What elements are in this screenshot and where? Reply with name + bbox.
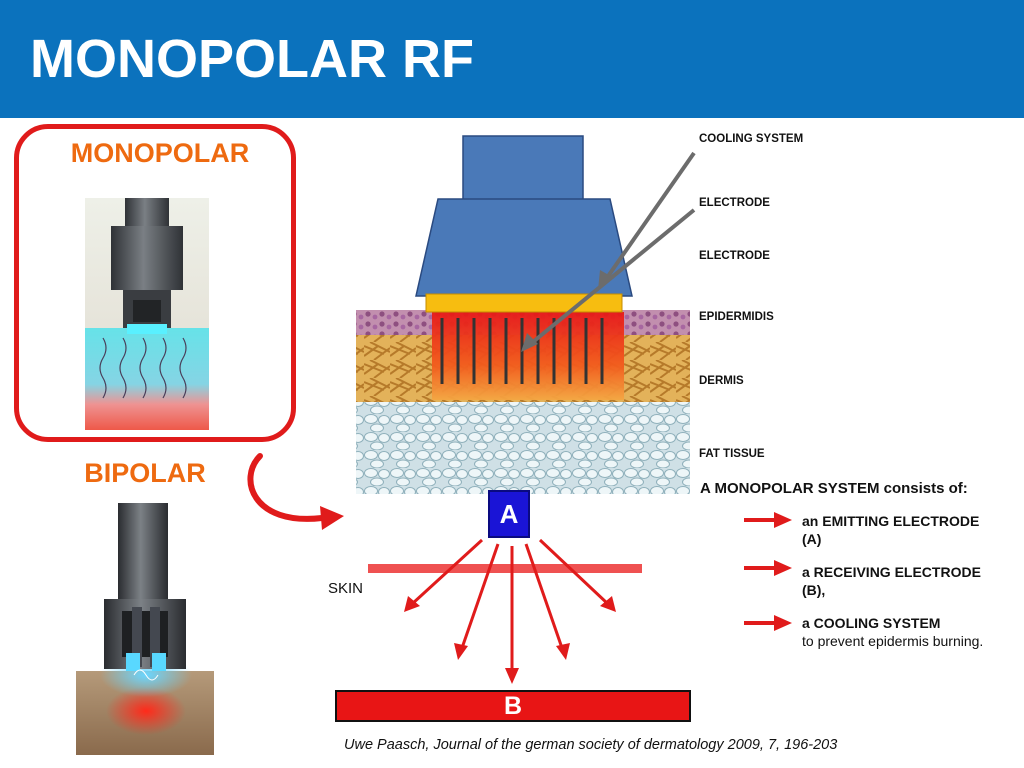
system-description-title: A MONOPOLAR SYSTEM consists of: (700, 480, 968, 497)
system-component-item: a COOLING SYSTEM to prevent epidermis bu… (802, 614, 1002, 650)
system-component-item: an EMITTING ELECTRODE (A) (802, 512, 1002, 548)
skin-label: SKIN (328, 580, 364, 597)
monopolar-highlight-frame (14, 124, 296, 442)
dermis-label: DERMIS (699, 375, 744, 387)
component-name: a RECEIVING ELECTRODE (B), (802, 564, 981, 598)
monopolar-rf-schematic (356, 135, 696, 684)
title-bar: MONOPOLAR RF (0, 0, 1024, 118)
red-arrow-icon (744, 560, 792, 576)
slide-title: MONOPOLAR RF (30, 29, 474, 89)
fat-tissue-label: FAT TISSUE (699, 448, 765, 460)
electrode-label: ELECTRODE (699, 197, 770, 209)
red-arrow-icon (744, 615, 792, 631)
component-name: an EMITTING ELECTRODE (A) (802, 513, 980, 547)
citation: Uwe Paasch, Journal of the german societ… (344, 737, 838, 753)
component-detail: to prevent epidermis burning. (802, 633, 984, 649)
monopolar-handpiece-illustration (85, 198, 209, 430)
epidermis-label: EPIDERMIDIS (699, 311, 774, 323)
system-component-item: a RECEIVING ELECTRODE (B), (802, 563, 1002, 599)
electrode-label: ELECTRODE (699, 250, 770, 262)
bipolar-label: BIPOLAR (84, 458, 206, 488)
red-arrow-icon (744, 512, 792, 528)
electrode-a-box: A (488, 490, 530, 538)
cooling-system-label: COOLING SYSTEM (699, 133, 804, 145)
bipolar-handpiece-illustration (76, 503, 214, 755)
component-name: a COOLING SYSTEM (802, 615, 941, 631)
monopolar-label: MONOPOLAR (70, 138, 250, 168)
curved-arrow-icon (247, 453, 344, 530)
electrode-b-bar: B (335, 690, 691, 722)
